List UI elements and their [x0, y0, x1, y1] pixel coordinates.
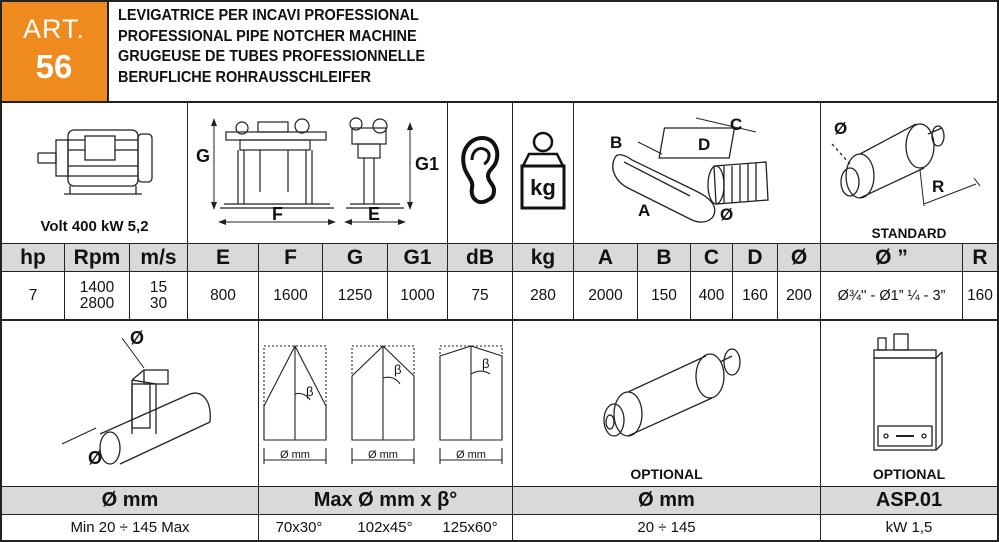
title-de: BERUFLICHE ROHRAUSSCHLEIFER	[118, 68, 371, 86]
optional-label-extractor: OPTIONAL	[872, 466, 946, 482]
belt-d-label: D	[698, 135, 710, 154]
spec-header: Ø ”	[875, 245, 908, 269]
beta-label: β	[394, 362, 401, 377]
dust-extractor-diagram	[873, 333, 943, 451]
tube-diam-bottom: Ø	[88, 448, 102, 468]
spec-value-a: 2000	[588, 286, 623, 304]
bottom-value-tube: Min 20 ÷ 145 Max	[70, 518, 190, 536]
spec-header: R	[972, 245, 988, 269]
bottom-header-tube: Ø mm	[101, 489, 159, 511]
bottom-header-band	[0, 486, 999, 514]
spec-value-roller-diam: Ø¾'' - Ø1” ¼ - 3”	[837, 287, 946, 304]
standard-label: STANDARD	[871, 225, 947, 241]
spec-value-b: 150	[651, 286, 677, 304]
rpm-high: 2800	[79, 294, 115, 312]
beta-label: β	[482, 356, 489, 371]
tube-diam-top: Ø	[130, 328, 144, 348]
bottom-value-angle-2: 102x45°	[357, 518, 413, 536]
spec-header: Rpm	[73, 245, 121, 269]
spec-value-c: 400	[698, 286, 725, 304]
dim-g-label: G	[196, 146, 210, 166]
spec-value-kg: 280	[530, 286, 556, 304]
spec-header: B	[656, 245, 672, 269]
tube-notch-diagram: Ø Ø	[61, 328, 211, 468]
title-en: PROFESSIONAL PIPE NOTCHER MACHINE	[118, 27, 417, 45]
bottom-value-extractor: kW 1,5	[885, 518, 933, 536]
belt-diagram: B D C A Ø	[610, 115, 769, 224]
spec-header: dB	[466, 245, 494, 269]
dim-g1-label: G1	[415, 154, 439, 174]
angle-mm-label: Ø mm	[368, 449, 398, 461]
dim-e-label: E	[368, 204, 380, 224]
spec-value-g1: 1000	[400, 286, 435, 304]
optional-roller-diagram	[603, 348, 741, 437]
spec-header: G1	[403, 245, 432, 269]
spec-value-diam: 200	[786, 286, 812, 304]
spec-value-rpm: 1400 2800	[65, 272, 129, 319]
roller-diam-label: Ø	[834, 119, 847, 138]
belt-diam-label: Ø	[720, 205, 733, 224]
article-label: ART.	[22, 14, 86, 44]
rpm-low: 1400	[79, 278, 115, 296]
belt-a-label: A	[638, 201, 650, 220]
beta-label: β	[306, 384, 313, 399]
spec-header: C	[703, 245, 720, 269]
spec-header: E	[215, 245, 230, 269]
weight-icon: kg	[520, 131, 566, 210]
spec-value-hp: 7	[28, 286, 38, 304]
bottom-value-roller: 20 ÷ 145	[637, 518, 696, 536]
motor-spec: Volt 400 kW 5,2	[40, 217, 149, 235]
spec-header: hp	[20, 245, 46, 269]
optional-label-roller: OPTIONAL	[630, 466, 703, 482]
bottom-header-roller: Ø mm	[638, 489, 695, 511]
dim-f-label: F	[272, 204, 283, 224]
kg-label: kg	[530, 175, 556, 200]
angle-mm-label: Ø mm	[280, 449, 310, 461]
spec-value-r: 160	[967, 286, 993, 304]
spec-value-db: 75	[471, 286, 489, 304]
spec-header: A	[597, 245, 614, 269]
article-number: 56	[35, 48, 73, 85]
article-badge: ART. 56	[0, 0, 108, 101]
spec-value-f: 1600	[273, 286, 308, 304]
spec-value-e: 800	[210, 286, 236, 304]
belt-c-label: C	[730, 115, 742, 134]
angle-cut-diagrams: β β β Ø mm Ø mm Ø mm	[263, 344, 503, 464]
spec-header: D	[747, 245, 763, 269]
product-titles: LEVIGATRICE PER INCAVI PROFESSIONAL PROF…	[118, 6, 425, 88]
bottom-value-angle-3: 125x60°	[442, 518, 498, 536]
spec-header: kg	[530, 245, 556, 269]
angle-mm-label: Ø mm	[456, 449, 486, 461]
title-it: LEVIGATRICE PER INCAVI PROFESSIONAL	[118, 7, 419, 24]
ear-icon	[461, 135, 500, 205]
machine-front-view: G F E G1	[196, 117, 439, 225]
spec-value-ms: 15 30	[130, 272, 187, 319]
spec-header: Ø	[790, 245, 808, 269]
bottom-header-angle: Max Ø mm x β°	[313, 489, 458, 511]
roller-r-label: R	[932, 177, 944, 196]
spec-value-d: 160	[742, 286, 768, 304]
bottom-header-extractor: ASP.01	[875, 489, 943, 511]
spec-header: F	[284, 245, 297, 269]
motor-illustration	[37, 129, 153, 195]
spec-header-band	[0, 243, 999, 271]
belt-b-label: B	[610, 133, 622, 152]
spec-header: m/s	[140, 245, 177, 269]
spec-value-g: 1250	[337, 286, 373, 304]
roller-standard-diagram: Ø R	[831, 119, 981, 207]
spec-header: G	[346, 245, 364, 269]
ms-high: 30	[149, 294, 168, 312]
ms-low: 15	[149, 278, 168, 296]
title-fr: GRUGEUSE DE TUBES PROFESSIONNELLE	[118, 48, 426, 65]
bottom-value-angle-1: 70x30°	[275, 518, 323, 536]
